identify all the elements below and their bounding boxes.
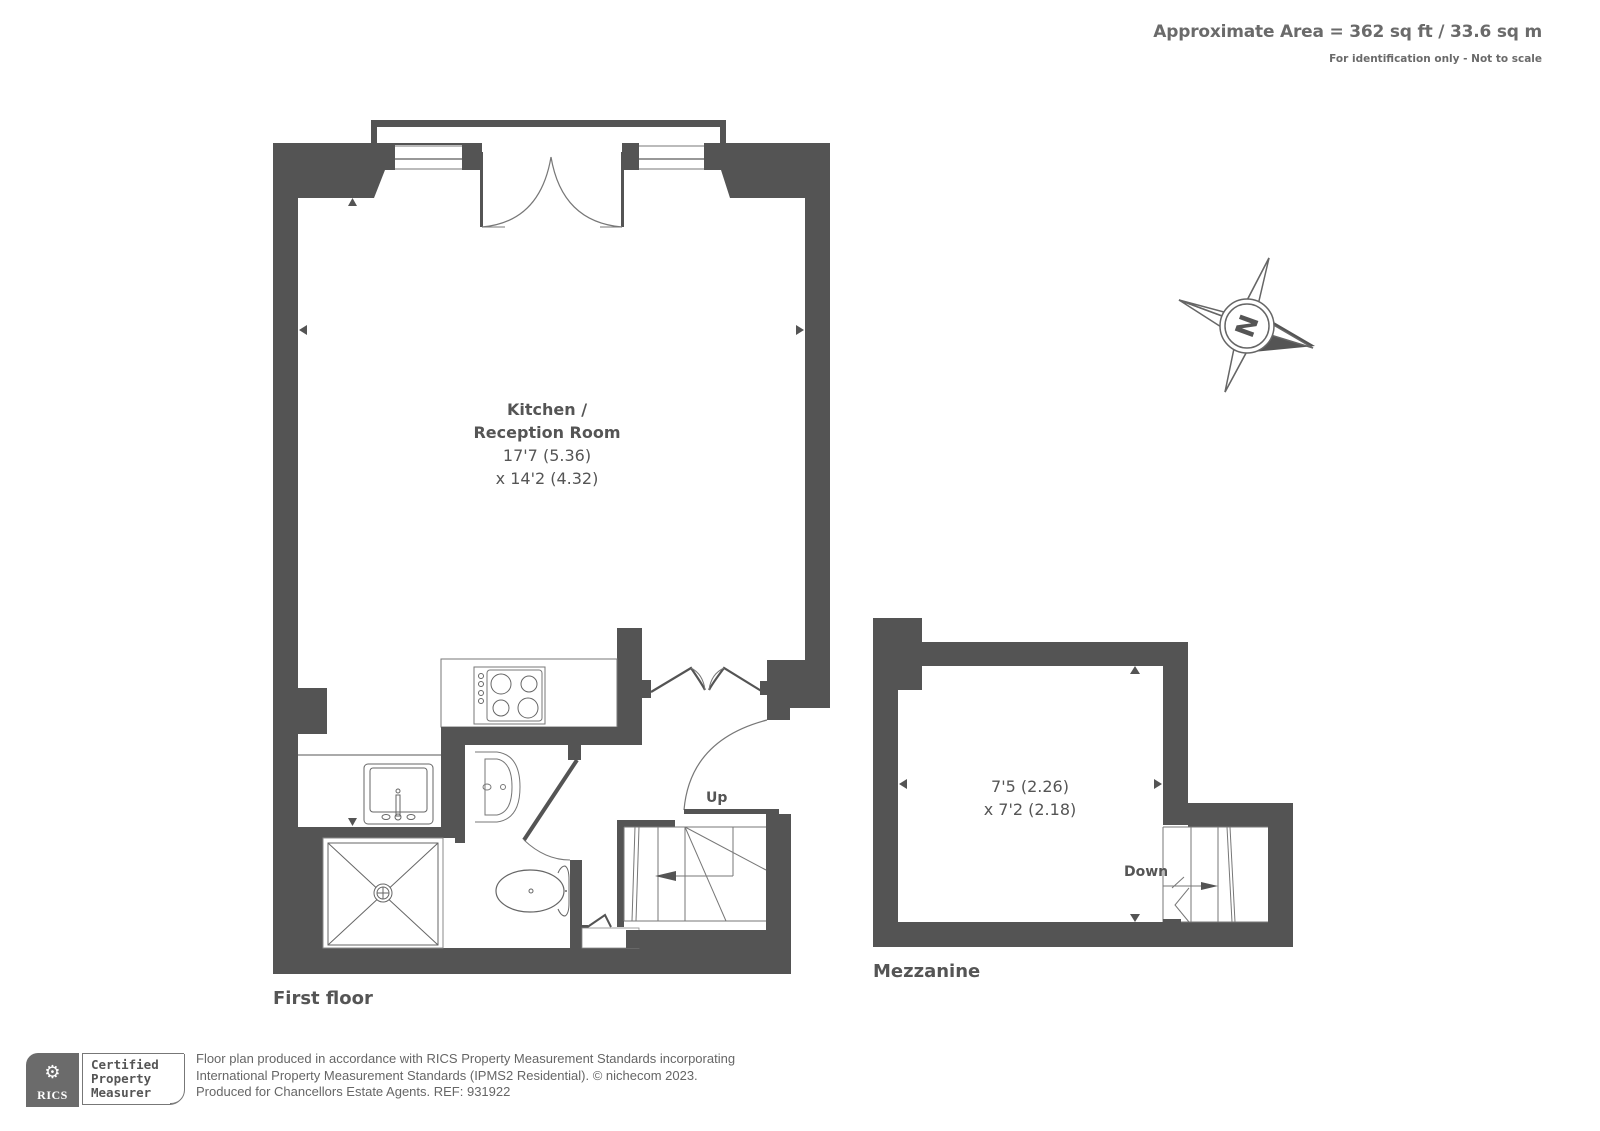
room-dimension-width: x 7'2 (2.18): [983, 800, 1077, 819]
mezzanine-title: Mezzanine: [873, 961, 981, 982]
kitchen-reception-room-label: Kitchen / Reception Room 17'7 (5.36) x 1…: [447, 398, 647, 490]
first-floor-title: First floor: [273, 988, 373, 1009]
room-dimension-length: 17'7 (5.36): [502, 446, 592, 465]
mezzanine-room-label: 7'5 (2.26) x 7'2 (2.18): [930, 775, 1130, 821]
footer-text-line2: International Property Measurement Stand…: [196, 1067, 698, 1083]
room-dimension-length: 7'5 (2.26): [991, 777, 1069, 796]
rics-lion-icon: ⚙: [44, 1062, 61, 1082]
footer-disclaimer: Floor plan produced in accordance with R…: [196, 1051, 735, 1101]
room-dimension-width: x 14'2 (4.32): [495, 469, 599, 488]
room-name-line1: Kitchen /: [506, 400, 588, 419]
badge-line2: Property: [91, 1071, 152, 1086]
footer: ⚙ RICS Certified Property Measurer Floor…: [26, 1051, 735, 1107]
north-compass-icon: N: [1178, 257, 1315, 393]
rics-logo: ⚙ RICS: [26, 1053, 79, 1107]
certified-property-measurer-badge: Certified Property Measurer: [82, 1053, 185, 1105]
badge-line1: Certified: [91, 1057, 159, 1072]
not-to-scale-note: For identification only - Not to scale: [1329, 53, 1542, 65]
mezzanine-plan: [873, 618, 1293, 947]
badge-line3: Measurer: [91, 1085, 152, 1100]
room-name-line2: Reception Room: [473, 423, 621, 442]
footer-text-line3: Produced for Chancellors Estate Agents. …: [196, 1084, 511, 1099]
stairs-down-label: Down: [1124, 864, 1169, 880]
rics-brand: RICS: [37, 1088, 68, 1102]
footer-text-line1: Floor plan produced in accordance with R…: [196, 1051, 736, 1066]
first-floor-plan: [273, 120, 830, 974]
approximate-area-title: Approximate Area = 362 sq ft / 33.6 sq m: [1153, 22, 1542, 42]
stairs-up-label: Up: [706, 790, 728, 806]
